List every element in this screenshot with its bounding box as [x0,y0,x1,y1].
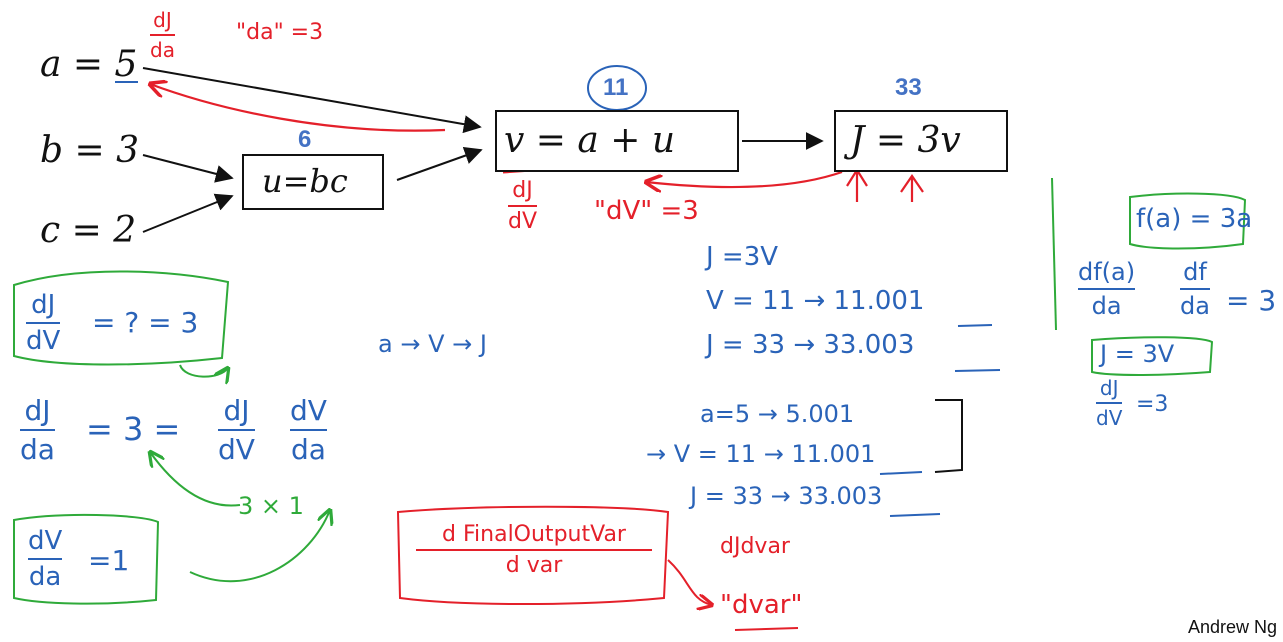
underline-dvar [734,627,799,631]
side-df2-frac: df da [1180,258,1210,320]
red-arrow-j-to-v [646,170,843,187]
boxed-frac-dv-da: dV da [28,526,63,592]
input-c: c = 2 [40,210,137,251]
underline-003b [889,513,941,517]
red-arrow-v-to-a [150,84,446,132]
red-frac-dj-dv: dJ dV [508,178,538,234]
side-df-frac: df(a) da [1078,258,1136,320]
chain-r1-frac: dJ dV [218,394,255,466]
node-u-label: u=bc [262,162,348,200]
blue-bracket [934,399,963,473]
arrow-b-to-u [142,154,234,183]
green-arrow-to-1 [189,510,330,583]
underline-001b [879,471,923,475]
note-v-11: V = 11 → 11.001 [706,286,925,316]
chain-multiply: 3 × 1 [238,492,304,520]
input-b: b = 3 [40,130,139,171]
red-dvar: "dvar" [720,590,803,620]
node-u-box [242,154,384,210]
note-j-33-b: J = 33 → 33.003 [690,482,883,510]
green-arrow-down [179,365,228,377]
arrow-u-to-v [396,146,483,181]
green-box-dv-da [13,513,160,605]
boxed-dj-dv-rest: = ? = 3 [92,306,199,339]
arrow-c-to-u [142,193,234,233]
value-j: 33 [895,74,922,101]
chain-lhs-frac: dJ da [20,394,55,466]
underline-001a [957,324,993,327]
red-arrow-to-dvar [667,559,712,605]
boxed-frac-dj-dv: dJ dV [26,290,61,356]
side-dj-rest: =3 [1136,392,1169,417]
chain-r2-frac: dV da [290,394,327,466]
side-j-eq: J = 3V [1100,340,1175,368]
red-da-equals: "da" =3 [236,20,324,45]
value-u: 6 [298,126,312,153]
red-up-arrow-2 [900,174,924,202]
chain-equals: = 3 = [86,410,181,448]
node-j-label: J = 3v [850,120,961,161]
green-arrow-to-3 [150,452,241,507]
input-a: a = 5 [40,44,138,85]
red-box-final [396,505,670,605]
side-f-eq: f(a) = 3a [1136,204,1253,234]
side-dj-frac: dJ dV [1096,376,1123,430]
arrow-a-to-v [142,67,482,134]
note-a-5: a=5 → 5.001 [700,400,855,428]
red-up-arrow-1 [846,167,868,202]
note-chain-avj: a → V → J [378,330,487,358]
green-box-j3v [1091,336,1214,376]
note-v-11-b: → V = 11 → 11.001 [646,440,876,468]
boxed-dv-da-rest: =1 [88,544,130,577]
author-credit: Andrew Ng [1187,617,1277,637]
final-output-frac: d FinalOutputVar d var [416,522,652,578]
red-djdvar: dJdvar [720,534,790,559]
red-dv-equals: "dV" =3 [594,196,699,226]
green-box-dj-dv [13,270,230,366]
green-vertical-divider [1051,177,1057,331]
green-box-fa [1129,192,1247,250]
note-j-eq-3v: J =3V [706,242,779,272]
value-v: 11 [603,74,629,101]
note-j-33: J = 33 → 33.003 [706,330,915,360]
node-v-box [495,110,739,172]
side-df-rest: = 3 [1226,284,1277,317]
red-frac-dj-da: dJ da [150,8,175,62]
underline-003a [954,369,1001,372]
node-j-box [834,110,1008,172]
node-v-label: v = a + u [504,120,676,161]
